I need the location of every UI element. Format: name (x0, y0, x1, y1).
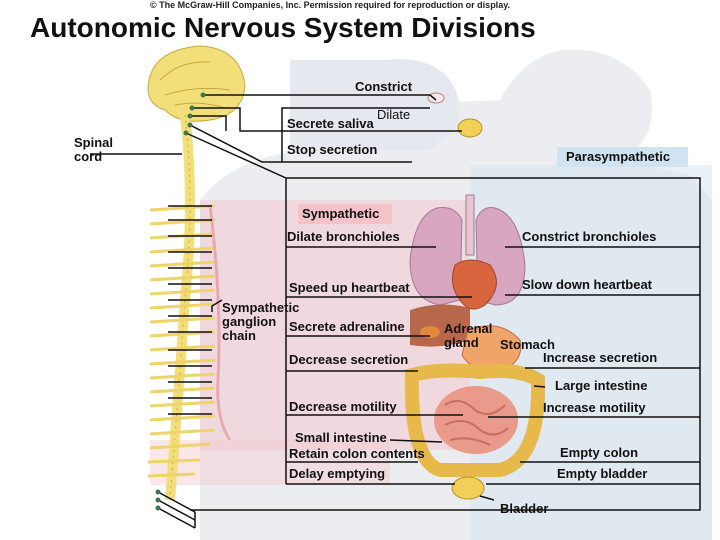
parasympathetic-tag-bg (557, 147, 688, 167)
ganglion-dots (155, 92, 206, 511)
constrict-bronchioles-label: Constrict bronchioles (522, 229, 657, 244)
decrease-motility-label: Decrease motility (289, 399, 397, 414)
delay-emptying-label: Delay emptying (289, 466, 386, 481)
secrete-adrenaline-label: Secrete adrenaline (289, 319, 405, 334)
dilate-label: Dilate (377, 107, 411, 122)
empty-colon-label: Empty colon (560, 445, 639, 460)
brain (147, 45, 246, 122)
small-intestine-label: Small intestine (295, 430, 387, 445)
eye (427, 92, 445, 104)
empty-bladder-label: Empty bladder (557, 466, 648, 481)
sympathetic-tag-bg (298, 204, 392, 224)
retain-colon-contents-label: Retain colon contents (289, 446, 425, 461)
spinal-cord-label-line2: cord (74, 149, 103, 164)
lung-left (409, 207, 463, 306)
adrenal-gland-label: Adrenal gland (444, 322, 492, 350)
small-intestine (434, 386, 518, 454)
adrenal-label-line2: gland (444, 335, 479, 350)
adrenal-label-line1: Adrenal (444, 321, 493, 336)
copyright-notice: © The McGraw-Hill Companies, Inc. Permis… (150, 0, 511, 10)
large-intestine (404, 363, 546, 477)
increase-secretion-label: Increase secretion (543, 350, 658, 365)
chain-label-line3: chain (222, 328, 256, 343)
parasympathetic-label: Parasympathetic (566, 149, 671, 164)
nerve-lines (90, 94, 701, 529)
stop-secretion-label: Stop secretion (287, 142, 378, 157)
chain-label-line1: Sympathetic (222, 300, 300, 315)
salivary-gland (457, 118, 483, 138)
sympathetic-chain-label: Sympathetic ganglion chain (222, 301, 299, 343)
dilate-bronchioles-label: Dilate bronchioles (287, 229, 400, 244)
trachea (465, 194, 475, 256)
large-intestine-label: Large intestine (555, 378, 648, 393)
constrict-label: Constrict (355, 79, 413, 94)
decrease-secretion-label: Decrease secretion (289, 352, 409, 367)
secrete-saliva-label: Secrete saliva (287, 116, 374, 131)
speed-up-heartbeat-label: Speed up heartbeat (289, 280, 410, 295)
stomach-label: Stomach (500, 337, 555, 352)
head-silhouette (290, 59, 459, 150)
bladder (451, 476, 485, 500)
increase-motility-label: Increase motility (543, 400, 646, 415)
ganglion-chain (208, 204, 232, 441)
spinal-cord-label: Spinal cord (74, 136, 113, 164)
spinal-cord-label-line1: Spinal (74, 135, 114, 150)
chain-label-line2: ganglion (222, 314, 277, 329)
adrenal-gland (420, 326, 440, 338)
page-title: Autonomic Nervous System Divisions (30, 12, 536, 43)
slow-down-heartbeat-label: Slow down heartbeat (522, 277, 653, 292)
bladder-label: Bladder (500, 501, 549, 516)
sympathetic-label: Sympathetic (302, 206, 380, 221)
